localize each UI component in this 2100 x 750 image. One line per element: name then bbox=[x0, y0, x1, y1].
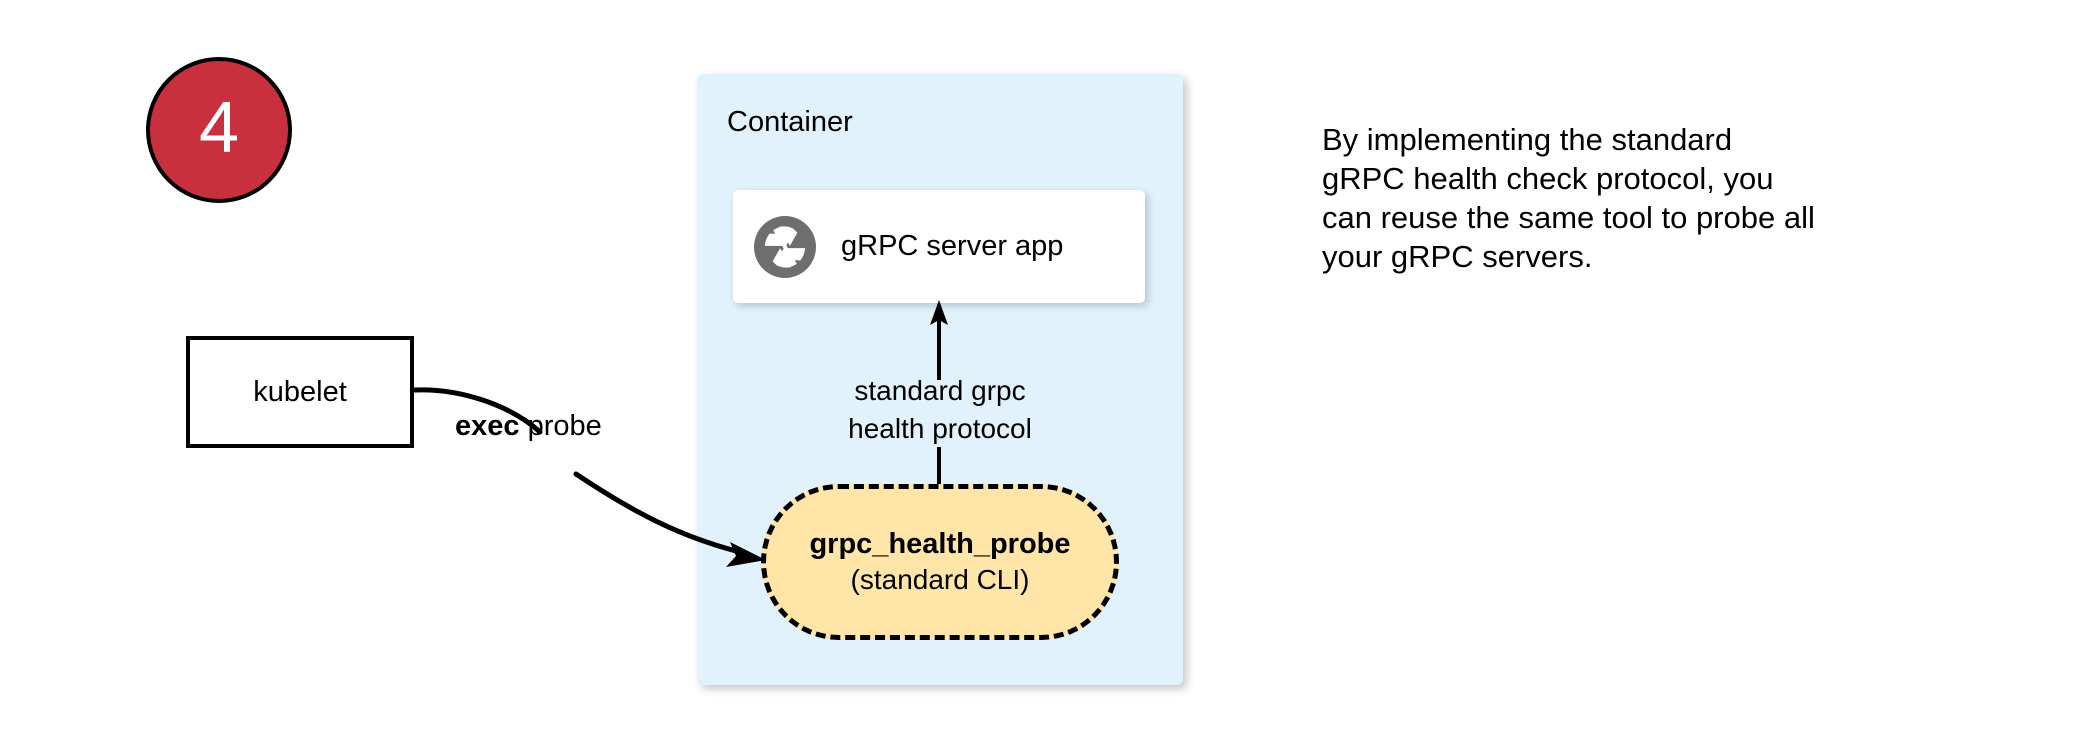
caption-text: By implementing the standard gRPC health… bbox=[1322, 122, 1815, 274]
kubelet-node: kubelet bbox=[186, 336, 414, 448]
container-label: Container bbox=[727, 106, 853, 138]
grpc-health-probe-subtitle: (standard CLI) bbox=[850, 563, 1030, 595]
grpc-server-app-label: gRPC server app bbox=[841, 230, 1064, 262]
step-number-label: 4 bbox=[198, 88, 240, 168]
step-number-badge: 4 bbox=[146, 57, 292, 203]
kubelet-label: kubelet bbox=[253, 375, 347, 408]
exec-probe-label-bold: exec bbox=[455, 410, 520, 442]
grpc-health-probe-title: grpc_health_probe bbox=[809, 528, 1071, 561]
exec-probe-label: exec probe bbox=[455, 412, 602, 441]
exec-probe-connector bbox=[411, 387, 766, 567]
exec-probe-label-rest: probe bbox=[519, 410, 602, 442]
health-protocol-label: standard grpc health protocol bbox=[848, 375, 1032, 444]
grpc-server-app-card: gRPC server app bbox=[733, 190, 1145, 303]
grpc-health-probe-node: grpc_health_probe (standard CLI) bbox=[761, 484, 1119, 640]
health-protocol-arrow bbox=[930, 300, 948, 487]
aperture-icon bbox=[754, 215, 816, 278]
